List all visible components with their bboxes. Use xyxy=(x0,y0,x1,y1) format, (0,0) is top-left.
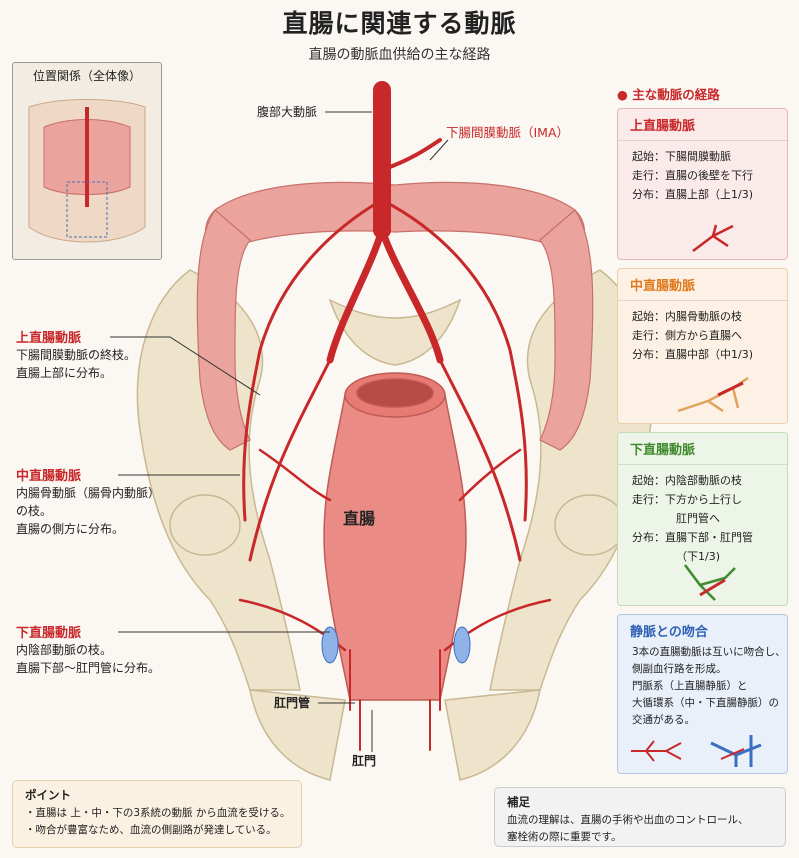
card-row: 分布：直腸中部（中1/3) xyxy=(632,348,753,361)
note-box: 補足 血流の理解は、直腸の手術や出血のコントロール、 塞栓術の際に重要です。 xyxy=(494,787,786,847)
position-inset: 位置関係（全体像） xyxy=(12,62,162,260)
card-row: 側副血行路を形成。 xyxy=(632,663,727,675)
point-line: ・吻合が豊富なため、血流の側副路が発達している。 xyxy=(25,824,277,836)
rectum-label: 直腸 xyxy=(343,509,376,528)
note-line: 直腸下部〜肛門管に分布。 xyxy=(16,661,161,675)
anus-label: 肛門 xyxy=(352,754,377,768)
card-title: 静脈との吻合 xyxy=(630,625,708,640)
card-title: 下直腸動脈 xyxy=(618,433,787,465)
note-line: 塞栓術の際に重要です。 xyxy=(507,831,622,843)
rectum xyxy=(323,372,467,701)
card-inferior: 下直腸動脈 起始：内陰部動脈の枝 走行：下方から上行し 肛門管へ 分布：直腸下部… xyxy=(617,432,788,606)
note-line: 下腸間膜動脈の終枝。 xyxy=(16,348,137,362)
card-row: 門脈系（上直腸静脈）と xyxy=(632,680,748,692)
point-box: ポイント ・直腸は 上・中・下の3系統の動脈 から血流を受ける。 ・吻合が豊富な… xyxy=(12,780,302,848)
anastomosis-icon xyxy=(631,735,762,767)
note-line: 直腸の側方に分布。 xyxy=(16,522,125,536)
leader-lines xyxy=(110,111,449,752)
card-venous: 静脈との吻合 3本の直腸動脈は互いに吻合し、 側副血行路を形成。 門脈系（上直腸… xyxy=(617,614,788,774)
card-row: 分布：直腸下部・肛門管 xyxy=(632,531,753,544)
note-title: 上直腸動脈 xyxy=(16,331,82,346)
card-middle: 中直腸動脈 起始：内腸骨動脈の枝 走行：側方から直腸へ 分布：直腸中部（中1/3… xyxy=(617,268,788,424)
inset-overview-illustration xyxy=(28,99,146,243)
card-row: （下1/3) xyxy=(676,550,720,563)
note-line: 内腸骨動脈（腸骨内動脈） xyxy=(16,486,161,500)
card-row: 起始：下腸間膜動脈 xyxy=(632,150,731,163)
card-title: 上直腸動脈 xyxy=(618,109,787,141)
point-line: ・直腸は 上・中・下の3系統の動脈 から血流を受ける。 xyxy=(25,807,291,819)
inset-title: 位置関係（全体像） xyxy=(32,69,141,83)
note-inferior-rectal-artery: 下直腸動脈 内陰部動脈の枝。 直腸下部〜肛門管に分布。 xyxy=(16,622,216,677)
note-title: 補足 xyxy=(507,795,530,809)
card-title: 中直腸動脈 xyxy=(618,269,787,301)
note-line: 内陰部動脈の枝。 xyxy=(16,643,113,657)
branch-icon xyxy=(684,564,736,601)
colon xyxy=(196,181,594,451)
card-row: 肛門管へ xyxy=(676,512,720,525)
pelvis-bone xyxy=(136,269,654,781)
branch-icon xyxy=(677,376,749,413)
card-row: 大循環系（中・下直腸静脈）の xyxy=(632,697,779,709)
veins xyxy=(321,626,471,664)
ima-label: 下腸間膜動脈（IMA） xyxy=(446,125,570,140)
note-line: 血流の理解は、直腸の手術や出血のコントロール、 xyxy=(507,814,749,826)
note-line: の枝。 xyxy=(16,504,53,518)
card-row: 交通がある。 xyxy=(632,714,695,726)
sidebar-heading: ● 主な動脈の経路 xyxy=(617,87,720,102)
page-title: 直腸に関連する動脈 xyxy=(282,9,517,38)
note-middle-rectal-artery: 中直腸動脈 内腸骨動脈（腸骨内動脈） の枝。 直腸の側方に分布。 xyxy=(16,465,216,538)
card-row: 起始：内陰部動脈の枝 xyxy=(632,474,742,487)
note-line: 直腸上部に分布。 xyxy=(16,366,113,380)
note-title: 中直腸動脈 xyxy=(16,469,82,484)
card-row: 3本の直腸動脈は互いに吻合し、 xyxy=(632,646,786,658)
card-row: 分布：直腸上部（上1/3) xyxy=(632,188,753,201)
card-row: 走行：側方から直腸へ xyxy=(632,329,742,342)
card-row: 走行：下方から上行し xyxy=(632,493,742,506)
card-row: 起始：内腸骨動脈の枝 xyxy=(632,310,742,323)
page-subtitle: 直腸の動脈血供給の主な経路 xyxy=(308,47,491,63)
branch-icon xyxy=(692,224,734,252)
note-title: 下直腸動脈 xyxy=(16,626,82,641)
note-superior-rectal-artery: 上直腸動脈 下腸間膜動脈の終枝。 直腸上部に分布。 xyxy=(16,327,216,382)
card-row: 走行：直腸の後壁を下行 xyxy=(632,169,753,182)
arteries xyxy=(238,81,552,751)
aorta-label: 腹部大動脈 xyxy=(257,105,318,119)
anal-canal-label: 肛門管 xyxy=(274,696,311,710)
point-title: ポイント xyxy=(25,788,71,802)
card-superior: 上直腸動脈 起始：下腸間膜動脈 走行：直腸の後壁を下行 分布：直腸上部（上1/3… xyxy=(617,108,788,260)
